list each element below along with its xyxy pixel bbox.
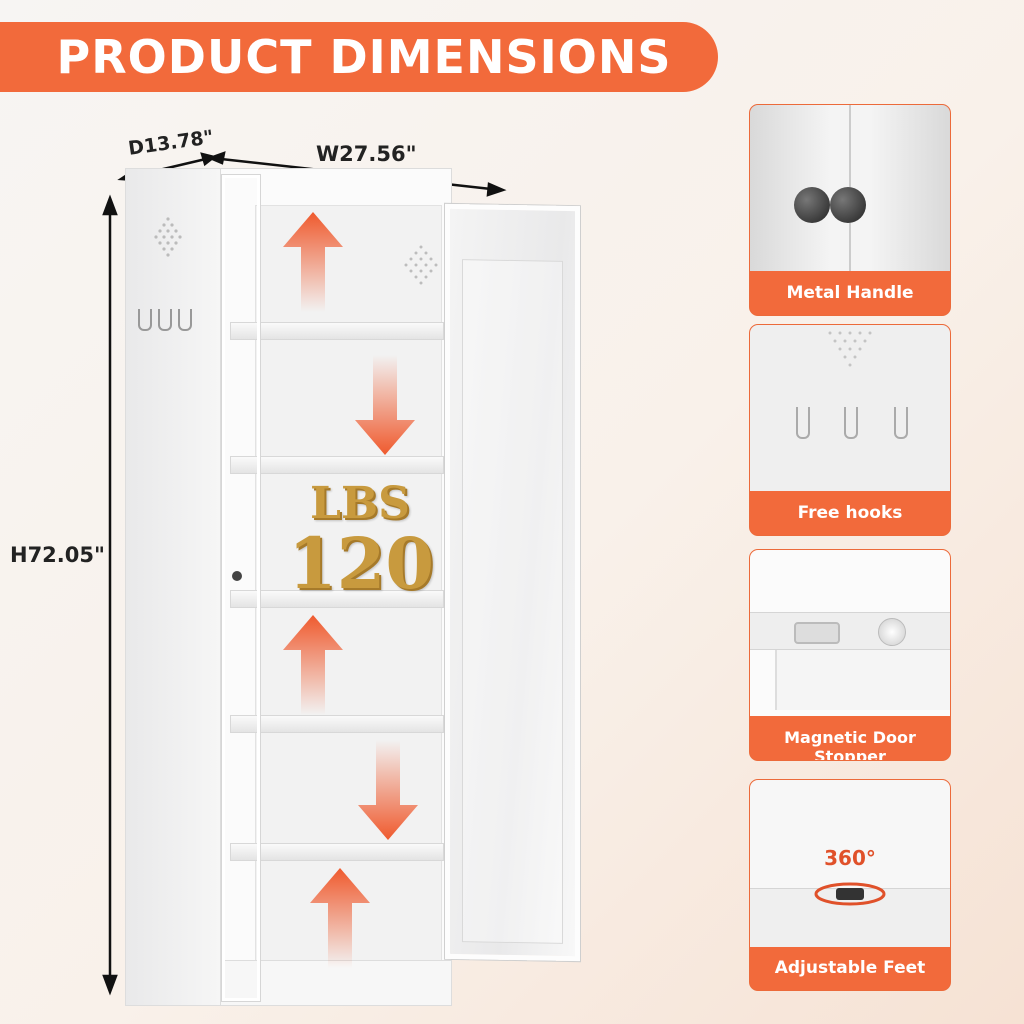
arrow-up-icon (310, 868, 370, 968)
left-door (222, 175, 260, 1001)
banner-title: PRODUCT DIMENSIONS (56, 30, 672, 84)
arrow-down-icon (355, 355, 415, 455)
right-door-open (445, 203, 580, 962)
vent-pattern (154, 217, 182, 257)
magnet-icon (794, 622, 840, 644)
metal-handle-photo (750, 105, 950, 271)
arrow-up-icon (283, 615, 343, 715)
vent-pattern (404, 245, 438, 285)
door-knob-icon (232, 571, 242, 581)
shelf (230, 715, 444, 733)
knob-icon (830, 187, 866, 223)
hook-icon (796, 407, 810, 439)
arrow-up-icon (283, 212, 343, 312)
shelf (230, 456, 444, 474)
feature-card-adjustable-feet: 360° Adjustable Feet (749, 779, 951, 991)
vent-pattern (828, 331, 872, 367)
door-glass-pane (462, 259, 563, 944)
hook-icon (178, 309, 192, 331)
feature-label: Magnetic Door Stopper (784, 728, 916, 761)
shelf-edge (750, 612, 950, 650)
adjustable-feet-photo: 360° (750, 780, 950, 947)
hook-icon (158, 309, 172, 331)
load-value-label: 120 (288, 522, 435, 605)
hook-icon (894, 407, 908, 439)
rotation-label: 360° (824, 846, 876, 870)
feature-card-magnetic-door-stopper: Magnetic Door Stopper (749, 549, 951, 761)
rotate-icon (814, 882, 886, 906)
free-hooks-photo (750, 325, 950, 491)
arrow-down-icon (358, 740, 418, 840)
shelf (230, 590, 444, 608)
hook-icon (138, 309, 152, 331)
feature-label: Metal Handle (786, 283, 914, 303)
load-unit-label: LBS (310, 478, 410, 529)
cabinet-side-panel (125, 168, 222, 1006)
width-label: W27.56" (316, 142, 417, 166)
height-label: H72.05" (10, 543, 105, 567)
knob-icon (794, 187, 830, 223)
title-banner: PRODUCT DIMENSIONS (0, 22, 718, 92)
feature-card-metal-handle: Metal Handle (749, 104, 951, 316)
shelf (230, 322, 444, 340)
hook-icon (844, 407, 858, 439)
door-stopper-photo (750, 550, 950, 716)
door-edge (775, 650, 950, 710)
bolt-icon (878, 618, 906, 646)
feature-label: Free hooks (797, 503, 903, 523)
feature-label: Adjustable Feet (774, 958, 926, 978)
feature-card-free-hooks: Free hooks (749, 324, 951, 536)
shelf (230, 843, 444, 861)
